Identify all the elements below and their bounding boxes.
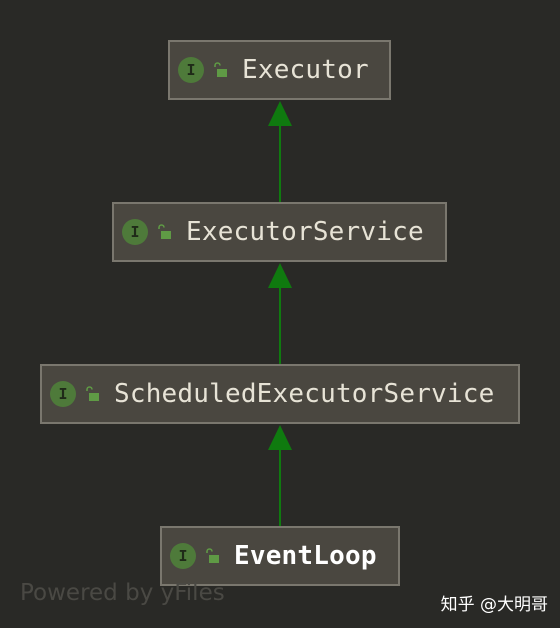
edge-eventloop-to-scheduled [268, 425, 292, 526]
unlocked-lock-icon [214, 62, 227, 77]
node-scheduled-executor-service[interactable]: I ScheduledExecutorService [40, 364, 520, 424]
unlocked-lock-icon [206, 548, 219, 563]
node-event-loop[interactable]: I EventLoop [160, 526, 400, 586]
node-label: Executor [242, 55, 369, 85]
node-executor-service[interactable]: I ExecutorService [112, 202, 447, 262]
interface-icon: I [178, 57, 204, 83]
author-credit: 知乎 @大明哥 [440, 595, 548, 615]
node-executor[interactable]: I Executor [168, 40, 391, 100]
edge-scheduled-to-executorservice [268, 263, 292, 364]
edge-executorservice-to-executor [268, 101, 292, 202]
unlocked-lock-icon [86, 386, 99, 401]
interface-icon: I [170, 543, 196, 569]
unlocked-lock-icon [158, 224, 171, 239]
yfiles-watermark: Powered by yFiles [20, 580, 225, 606]
node-label: ScheduledExecutorService [114, 379, 495, 409]
interface-icon: I [50, 381, 76, 407]
interface-icon: I [122, 219, 148, 245]
node-label: EventLoop [234, 541, 377, 571]
edge-arrowhead [268, 425, 292, 450]
node-label: ExecutorService [186, 217, 424, 247]
edge-arrowhead [268, 101, 292, 126]
edge-arrowhead [268, 263, 292, 288]
